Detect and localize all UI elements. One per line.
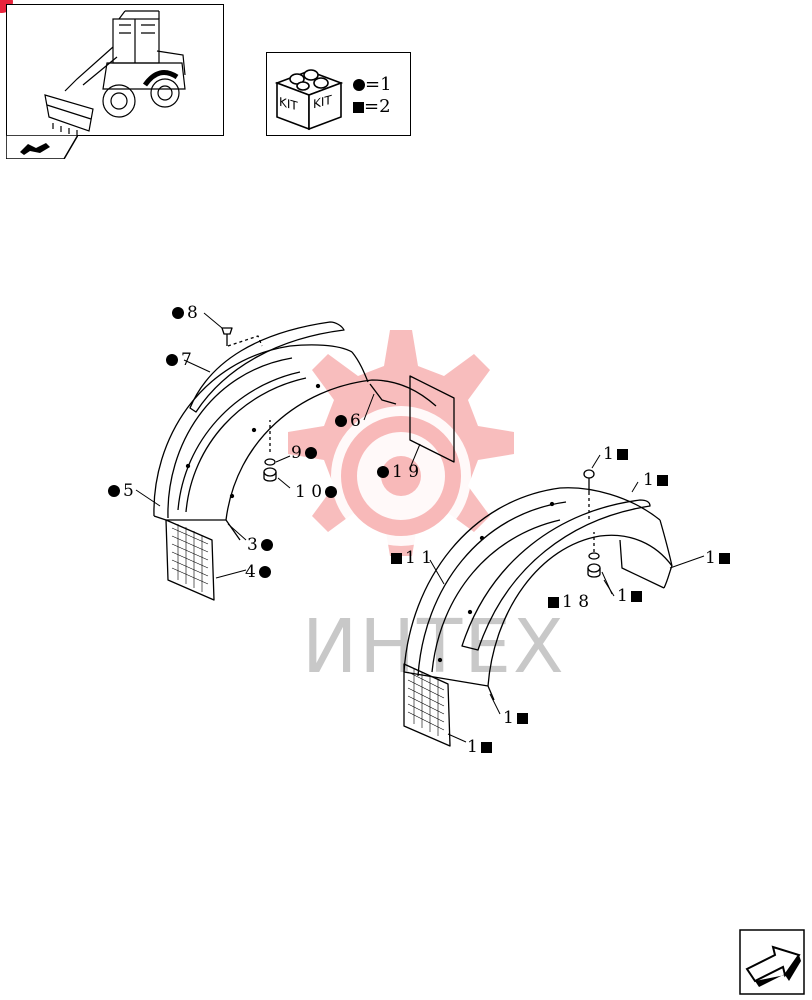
legend-square-value: =2 [364, 96, 391, 117]
callout-3[interactable]: 3 [244, 537, 273, 554]
circle-bullet-icon [166, 354, 178, 366]
callout-4[interactable]: 4 [242, 564, 271, 581]
callout-1-bolt[interactable]: 1 [600, 446, 628, 463]
square-bullet-icon [480, 742, 492, 753]
watermark-text: ИНТЕХ [302, 604, 566, 690]
circle-bullet-icon [172, 307, 184, 319]
square-bullet-icon [630, 591, 642, 602]
legend-circle-value: =1 [365, 74, 392, 95]
callout-19[interactable]: 1 9 [377, 464, 422, 481]
callout-1-fender[interactable]: 1 [500, 710, 528, 727]
circle-bullet-icon [377, 466, 389, 478]
wheel-loader-icon [44, 10, 186, 135]
circle-bullet-icon [258, 566, 271, 578]
circle-bullet-icon [260, 539, 273, 551]
callout-11[interactable]: 1 1 [391, 550, 435, 567]
callout-1-mudflap[interactable]: 1 [464, 739, 492, 756]
kit-box-icon [274, 69, 344, 131]
left-fender [153, 321, 455, 601]
callout-6[interactable]: 6 [335, 413, 364, 430]
circle-bullet-icon [335, 415, 347, 427]
leader-lines [135, 312, 705, 743]
circle-bullet-icon [353, 79, 365, 91]
machine-thumbnail[interactable] [6, 4, 224, 136]
legend-circle-row: =1 [353, 76, 392, 94]
next-page-button[interactable] [739, 929, 805, 995]
callout-5[interactable]: 5 [108, 483, 137, 500]
circle-bullet-icon [304, 447, 317, 459]
callout-18[interactable]: 1 8 [548, 594, 592, 611]
thumbnail-tab[interactable] [6, 135, 78, 159]
callout-10[interactable]: 1 0 [292, 484, 338, 501]
callout-1-nut[interactable]: 1 [614, 588, 642, 605]
circle-bullet-icon [108, 485, 120, 497]
callout-8[interactable]: 8 [172, 305, 201, 322]
square-bullet-icon [353, 102, 364, 113]
circle-bullet-icon [325, 486, 338, 498]
square-bullet-icon [656, 475, 668, 486]
callout-1-inner[interactable]: 1 [702, 550, 730, 567]
callout-1-strip[interactable]: 1 [640, 472, 668, 489]
arrow-right-icon [745, 945, 801, 987]
callout-7[interactable]: 7 [166, 352, 195, 369]
watermark-gear-icon [288, 330, 514, 556]
square-bullet-icon [391, 553, 402, 564]
hand-pointer-icon [20, 143, 50, 155]
square-bullet-icon [718, 553, 730, 564]
kit-legend: KIT KIT =1 =2 [266, 52, 411, 136]
callout-9[interactable]: 9 [288, 445, 317, 462]
square-bullet-icon [548, 597, 559, 608]
legend-square-row: =2 [353, 98, 391, 116]
square-bullet-icon [616, 449, 628, 460]
right-fender [403, 469, 673, 747]
square-bullet-icon [516, 713, 528, 724]
